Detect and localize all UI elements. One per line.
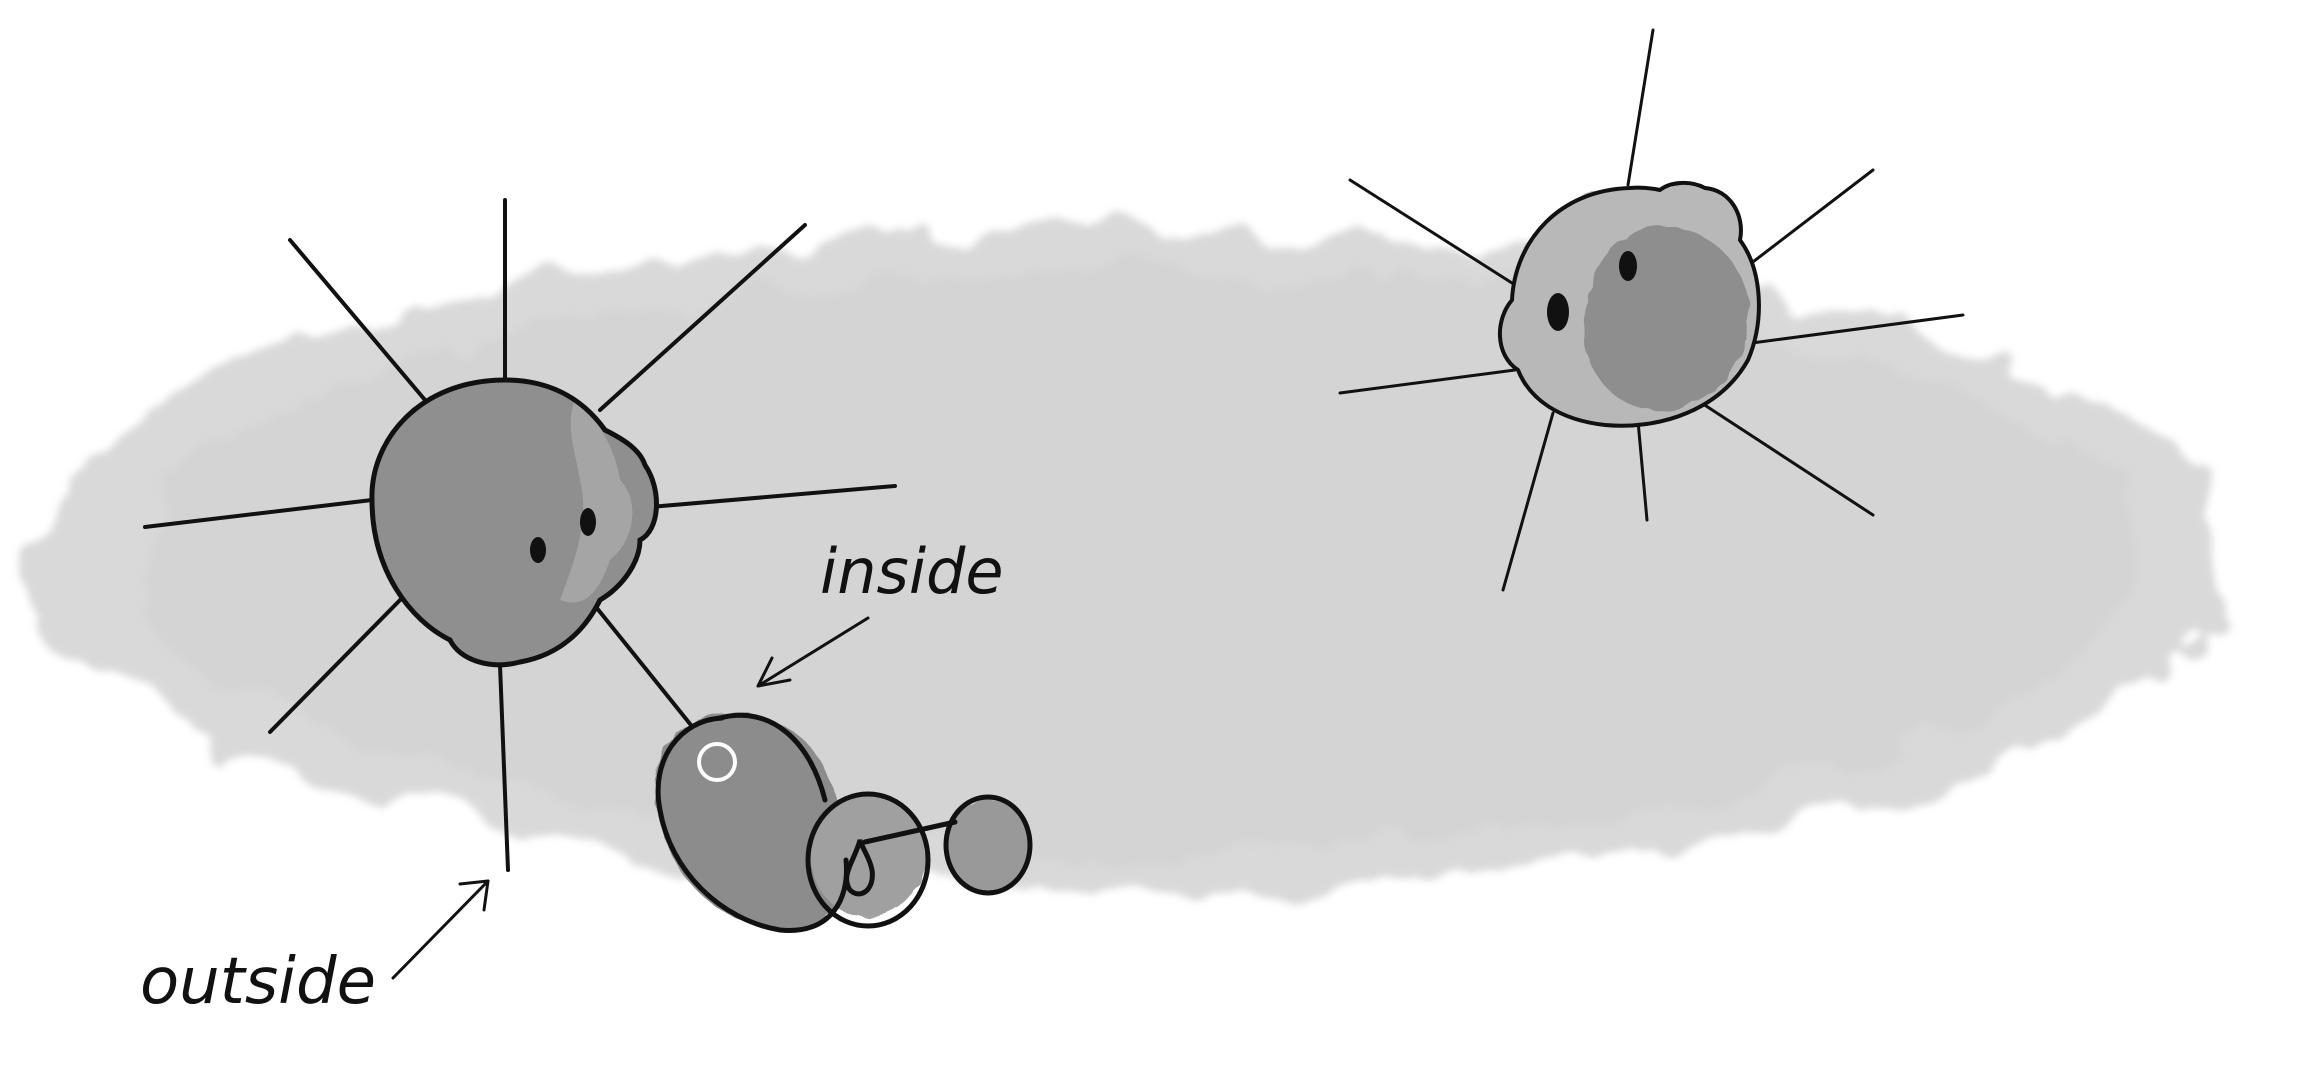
right-cell-eye-right	[1619, 251, 1637, 281]
left-cell-eye-right	[580, 508, 596, 536]
inside-label: inside	[820, 535, 1004, 608]
left-cell-eye-left	[530, 537, 546, 563]
right-cell-eye-left	[1547, 293, 1569, 331]
outside-label: outside	[140, 945, 376, 1019]
left-cell-body	[369, 377, 659, 668]
outside-arrow	[391, 879, 490, 980]
vesicle-cluster	[655, 712, 1033, 933]
inside-arrow	[756, 616, 870, 688]
right-cell-body	[1498, 181, 1761, 428]
background-wash	[30, 230, 2230, 890]
right-cell-spikes	[1338, 28, 1965, 592]
right-cell	[1338, 28, 1965, 592]
inside-marker-circle	[697, 742, 737, 782]
